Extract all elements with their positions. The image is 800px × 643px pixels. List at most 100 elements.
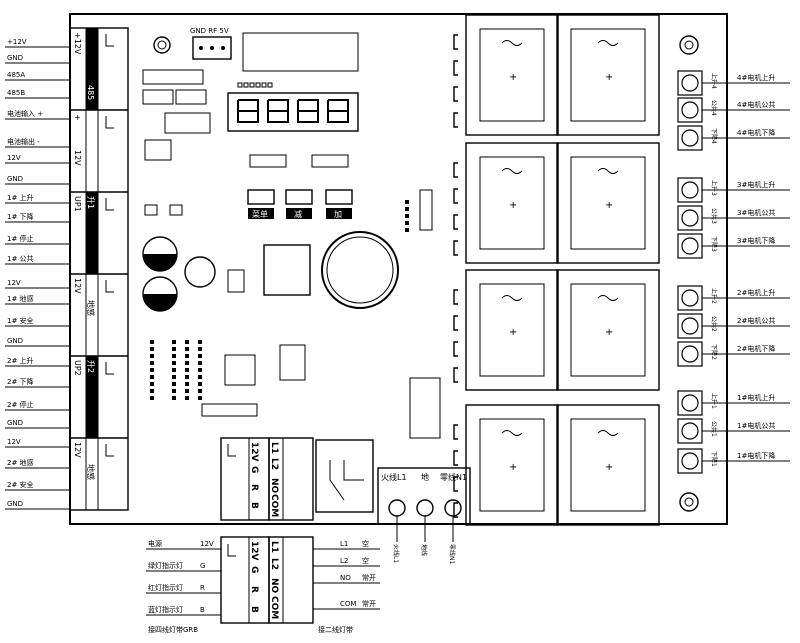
- relay-inner: [570, 283, 646, 377]
- pin-dot: [150, 361, 154, 365]
- power-sub-n1: 零线N1: [448, 544, 456, 564]
- terminal-block-3-sub: 升1: [86, 196, 95, 209]
- bottom-right-caption: 接二线灯带: [318, 625, 353, 634]
- relay-body: [556, 269, 660, 391]
- left-wire-label: 电池输入 +: [7, 109, 43, 118]
- pin-dot: [150, 340, 154, 344]
- capacitors: [142, 231, 399, 312]
- pin-dot: [249, 82, 255, 88]
- right-wire-label: 3#电机上升: [737, 180, 775, 189]
- right-wire-label: 2#电机公共: [737, 316, 775, 325]
- left-wire-label: GND: [7, 337, 23, 345]
- relay-plus: +: [605, 462, 613, 473]
- bottom-left-label: 红灯指示灯: [148, 583, 183, 592]
- relay-body: [556, 142, 660, 264]
- right-terminal-side: 上升4: [710, 73, 718, 89]
- relay-inner: [570, 28, 646, 122]
- pin-dot: [198, 375, 202, 379]
- relay-pin: [453, 162, 458, 178]
- pin-dot: [185, 361, 189, 365]
- pin-dot: [255, 82, 261, 88]
- pin-dot: [198, 340, 202, 344]
- relay-l2: L2: [269, 458, 279, 470]
- pin-dot: [405, 221, 409, 225]
- relay-pin: [453, 502, 458, 518]
- left-wire-label: 2# 安全: [7, 480, 34, 489]
- power-sub-ground: 地线: [420, 544, 428, 556]
- pin-dot: [172, 382, 176, 386]
- terminal-block-4-label: 12V: [73, 278, 82, 294]
- right-wire-label: 4#电机下降: [737, 128, 775, 137]
- terminal-block-6-label: 12V: [73, 442, 82, 458]
- control-buttons: 菜单 减 加: [247, 189, 353, 219]
- left-wire-label: +12V: [7, 38, 27, 46]
- right-wire-label: 2#电机下降: [737, 344, 775, 353]
- left-wire-label: 1# 停止: [7, 234, 34, 243]
- right-terminal-side: 下降4: [710, 128, 718, 144]
- pin-dot: [267, 82, 273, 88]
- right-terminal-side: 公共1: [710, 421, 718, 437]
- pin-dot: [198, 361, 202, 365]
- relay-body: [465, 14, 559, 136]
- bottom-rgb-block: 12V G R B: [220, 536, 270, 624]
- pin-dot: [198, 347, 202, 351]
- terminal-text-group: +12V 485 + 12V UP1 升1 12V 地感 UP2 升2 12V …: [73, 32, 96, 480]
- bottom-rgb-r: R: [249, 586, 259, 593]
- button-plus-label: 加: [334, 209, 342, 219]
- bottom-right-label: NO: [340, 574, 351, 582]
- right-wire-label: 4#电机公共: [737, 100, 775, 109]
- relay-inner: [479, 418, 545, 512]
- bottom-left-caption: 接四线灯带GRB: [148, 625, 198, 634]
- relay-pin: [453, 315, 458, 331]
- relay-body: [465, 142, 559, 264]
- rgb-r: R: [249, 484, 259, 491]
- relay-coil: [501, 430, 523, 436]
- terminal-block-2-sub: 12V: [73, 150, 82, 166]
- pin-dot: [198, 354, 202, 358]
- pin-dot: [405, 200, 409, 204]
- pin-dot: [243, 82, 249, 88]
- pin-dot: [185, 340, 189, 344]
- relay-pin: [453, 214, 458, 230]
- relay-no: NO: [269, 478, 279, 494]
- bottom-left-label: 蓝灯指示灯: [148, 605, 183, 614]
- right-terminal-screw: [681, 289, 699, 307]
- relay-pin: [453, 289, 458, 305]
- relay-plus: +: [605, 72, 613, 83]
- pin-dot: [172, 354, 176, 358]
- bottom-relay-no: NO: [269, 578, 279, 594]
- relay-plus: +: [509, 200, 517, 211]
- pin-dot: [261, 82, 267, 88]
- pin-header-arrays: [150, 82, 409, 400]
- bottom-right-label: L2: [340, 557, 348, 565]
- left-terminal-column: [69, 27, 129, 511]
- left-wire-label: GND: [7, 175, 23, 183]
- right-terminal-screw: [681, 237, 699, 255]
- left-wire-label: 1# 下降: [7, 212, 34, 221]
- relay-inner: [570, 156, 646, 250]
- pin-dot: [172, 368, 176, 372]
- pin-dot: [198, 368, 202, 372]
- pin-dot: [185, 354, 189, 358]
- pin-dot: [172, 375, 176, 379]
- bottom-right-value: 空: [362, 539, 369, 548]
- bottom-right-value: 常开: [362, 599, 376, 608]
- pin-dot: [150, 375, 154, 379]
- right-wire-label: 4#电机上升: [737, 73, 775, 82]
- right-terminal-screw: [681, 129, 699, 147]
- relay-coil: [597, 430, 619, 436]
- right-terminal-side: 公共2: [710, 316, 718, 332]
- rgb-g: G: [249, 466, 259, 473]
- terminal-block-1-label: +12V: [73, 32, 82, 55]
- left-wire-label: GND: [7, 54, 23, 62]
- bottom-right-label: COM: [340, 600, 356, 608]
- relay-grid: ++++++++: [453, 14, 660, 526]
- pin-dot: [185, 389, 189, 393]
- pin-dot: [172, 347, 176, 351]
- right-terminal-screw: [681, 422, 699, 440]
- right-terminal-side: 上升1: [710, 393, 718, 409]
